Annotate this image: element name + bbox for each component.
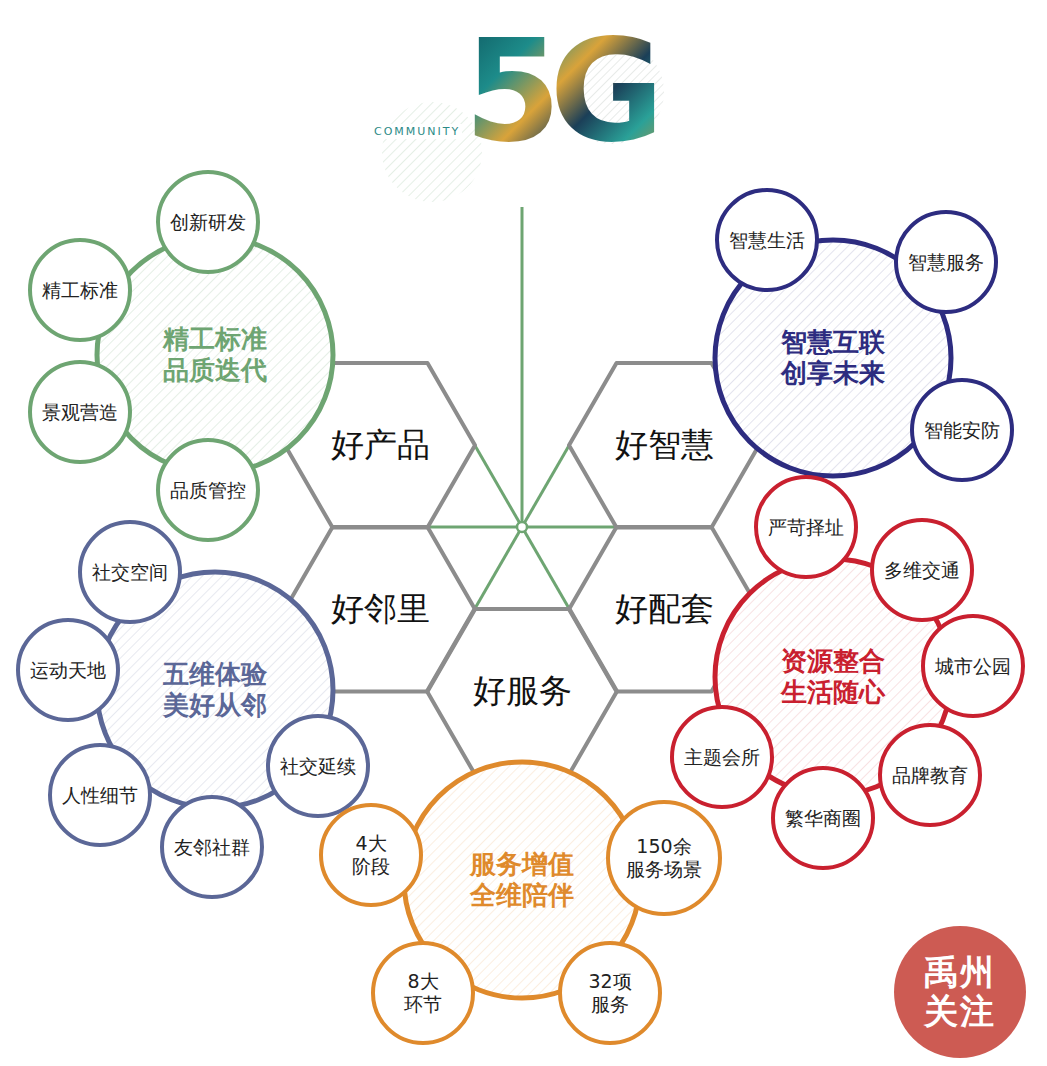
feature-circle: 32项 服务 (555, 938, 665, 1048)
node-text: 好邻里 (331, 589, 430, 629)
node-text: 精工标准 (42, 279, 118, 302)
node-text: 创新研发 (170, 211, 246, 234)
logo-mark-box: 5G (464, 22, 666, 168)
node-text: 好服务 (473, 671, 572, 711)
node-text: 友邻社群 (174, 836, 250, 859)
feature-circle: 多维交通 (867, 515, 977, 625)
watermark-badge: 禹州 关注 (924, 953, 996, 1031)
star-lines (427, 445, 617, 610)
stem-line (521, 207, 524, 527)
hexagon-node: 好服务 (422, 604, 622, 779)
node-text: 繁华商圈 (785, 807, 861, 830)
node-text: 好产品 (331, 425, 430, 465)
node-text: 服务增值 全维陪伴 (470, 849, 574, 911)
feature-circle: 社交延续 (263, 711, 373, 821)
logo-subtitle-box: COMMUNITY (372, 124, 462, 139)
feature-circle: 智慧生活 (712, 185, 822, 295)
node-text: 智慧生活 (729, 229, 805, 252)
node-text: 人性细节 (62, 784, 138, 807)
node-text: 好智慧 (615, 425, 714, 465)
watermark-badge-box: 禹州 关注 (894, 926, 1026, 1058)
feature-circle: 创新研发 (153, 167, 263, 277)
feature-circle: 智能安防 (907, 375, 1017, 485)
feature-circle: 友邻社群 (157, 792, 267, 902)
feature-circle: 繁华商圈 (768, 763, 878, 873)
node-text: 150余 服务场景 (626, 835, 702, 881)
logo-subtitle: COMMUNITY (372, 124, 462, 139)
feature-circle: 品牌教育 (875, 720, 985, 830)
node-text: 品牌教育 (892, 764, 968, 787)
feature-circle: 精工标准 (25, 235, 135, 345)
feature-circle: 主题会所 (667, 702, 777, 812)
feature-circle: 人性细节 (45, 740, 155, 850)
node-text: 智慧服务 (908, 251, 984, 274)
feature-circle: 城市公园 (918, 611, 1028, 721)
node-text: 智能安防 (924, 419, 1000, 442)
node-text: 8大 环节 (404, 970, 442, 1016)
feature-circle: 品质管控 (153, 435, 263, 545)
node-text: 精工标准 品质迭代 (163, 324, 267, 386)
node-text: 资源整合 生活随心 (781, 646, 885, 708)
badge-circle (894, 926, 1026, 1058)
node-text: 主题会所 (684, 746, 760, 769)
node-text: 多维交通 (884, 559, 960, 582)
feature-circle: 社交空间 (75, 517, 185, 627)
logo-mark: 5G (464, 22, 666, 168)
feature-circle: 景观营造 (25, 357, 135, 467)
feature-circle: 8大 环节 (368, 938, 478, 1048)
center-dot (517, 522, 527, 532)
node-text: 社交空间 (92, 561, 168, 584)
node-text: 严苛择址 (768, 516, 844, 539)
node-text: 城市公园 (935, 655, 1011, 678)
feature-circle: 智慧服务 (891, 207, 1001, 317)
node-text: 4大 阶段 (352, 832, 390, 878)
feature-circle: 严苛择址 (751, 472, 861, 582)
node-text: 社交延续 (280, 755, 356, 778)
node-text: 好配套 (615, 589, 714, 629)
node-text: 智慧互联 创享未来 (781, 327, 885, 389)
node-text: 景观营造 (42, 401, 118, 424)
node-text: 运动天地 (30, 659, 106, 682)
node-text: 32项 服务 (588, 970, 631, 1016)
feature-circle: 150余 服务场景 (603, 797, 725, 919)
feature-circle: 运动天地 (13, 615, 123, 725)
node-text: 品质管控 (170, 479, 246, 502)
feature-circle: 4大 阶段 (316, 800, 426, 910)
node-text: 五维体验 美好从邻 (163, 659, 267, 721)
